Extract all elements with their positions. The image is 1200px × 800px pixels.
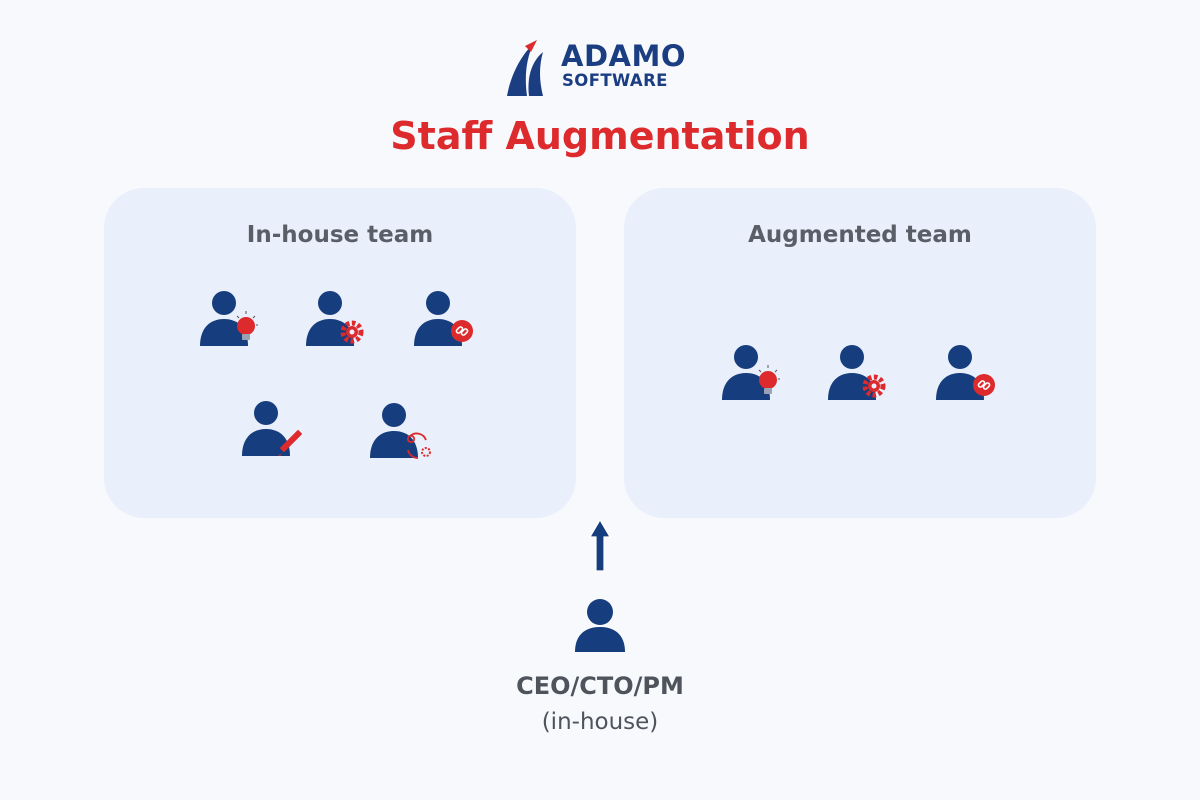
person-cycle-gears-icon [368,400,440,464]
ceo-label: CEO/CTO/PM [516,672,684,700]
augmented-team-panel: Augmented team [624,188,1096,518]
person-gear-icon [304,288,376,352]
person-link-icon [412,288,484,352]
person-link-icon [934,342,1006,406]
adamo-logo-mark-icon [507,40,543,96]
inhouse-team-panel: In-house team [104,188,576,518]
person-lightbulb-icon [198,288,270,352]
logo-wordmark-top: ADAMO [561,39,686,73]
page-title: Staff Augmentation [390,114,810,158]
up-arrow-icon [586,517,614,579]
ceo-person-icon [572,594,628,658]
logo-wordmark-bottom: SOFTWARE [562,71,668,90]
person-gear-icon [826,342,898,406]
adamo-logo: ADAMO SOFTWARE [503,38,703,98]
augmented-team-title: Augmented team [748,222,972,248]
ceo-sublabel: (in-house) [541,709,659,735]
inhouse-team-title: In-house team [246,222,434,248]
person-lightbulb-icon [720,342,792,406]
person-pencil-icon [240,398,312,462]
